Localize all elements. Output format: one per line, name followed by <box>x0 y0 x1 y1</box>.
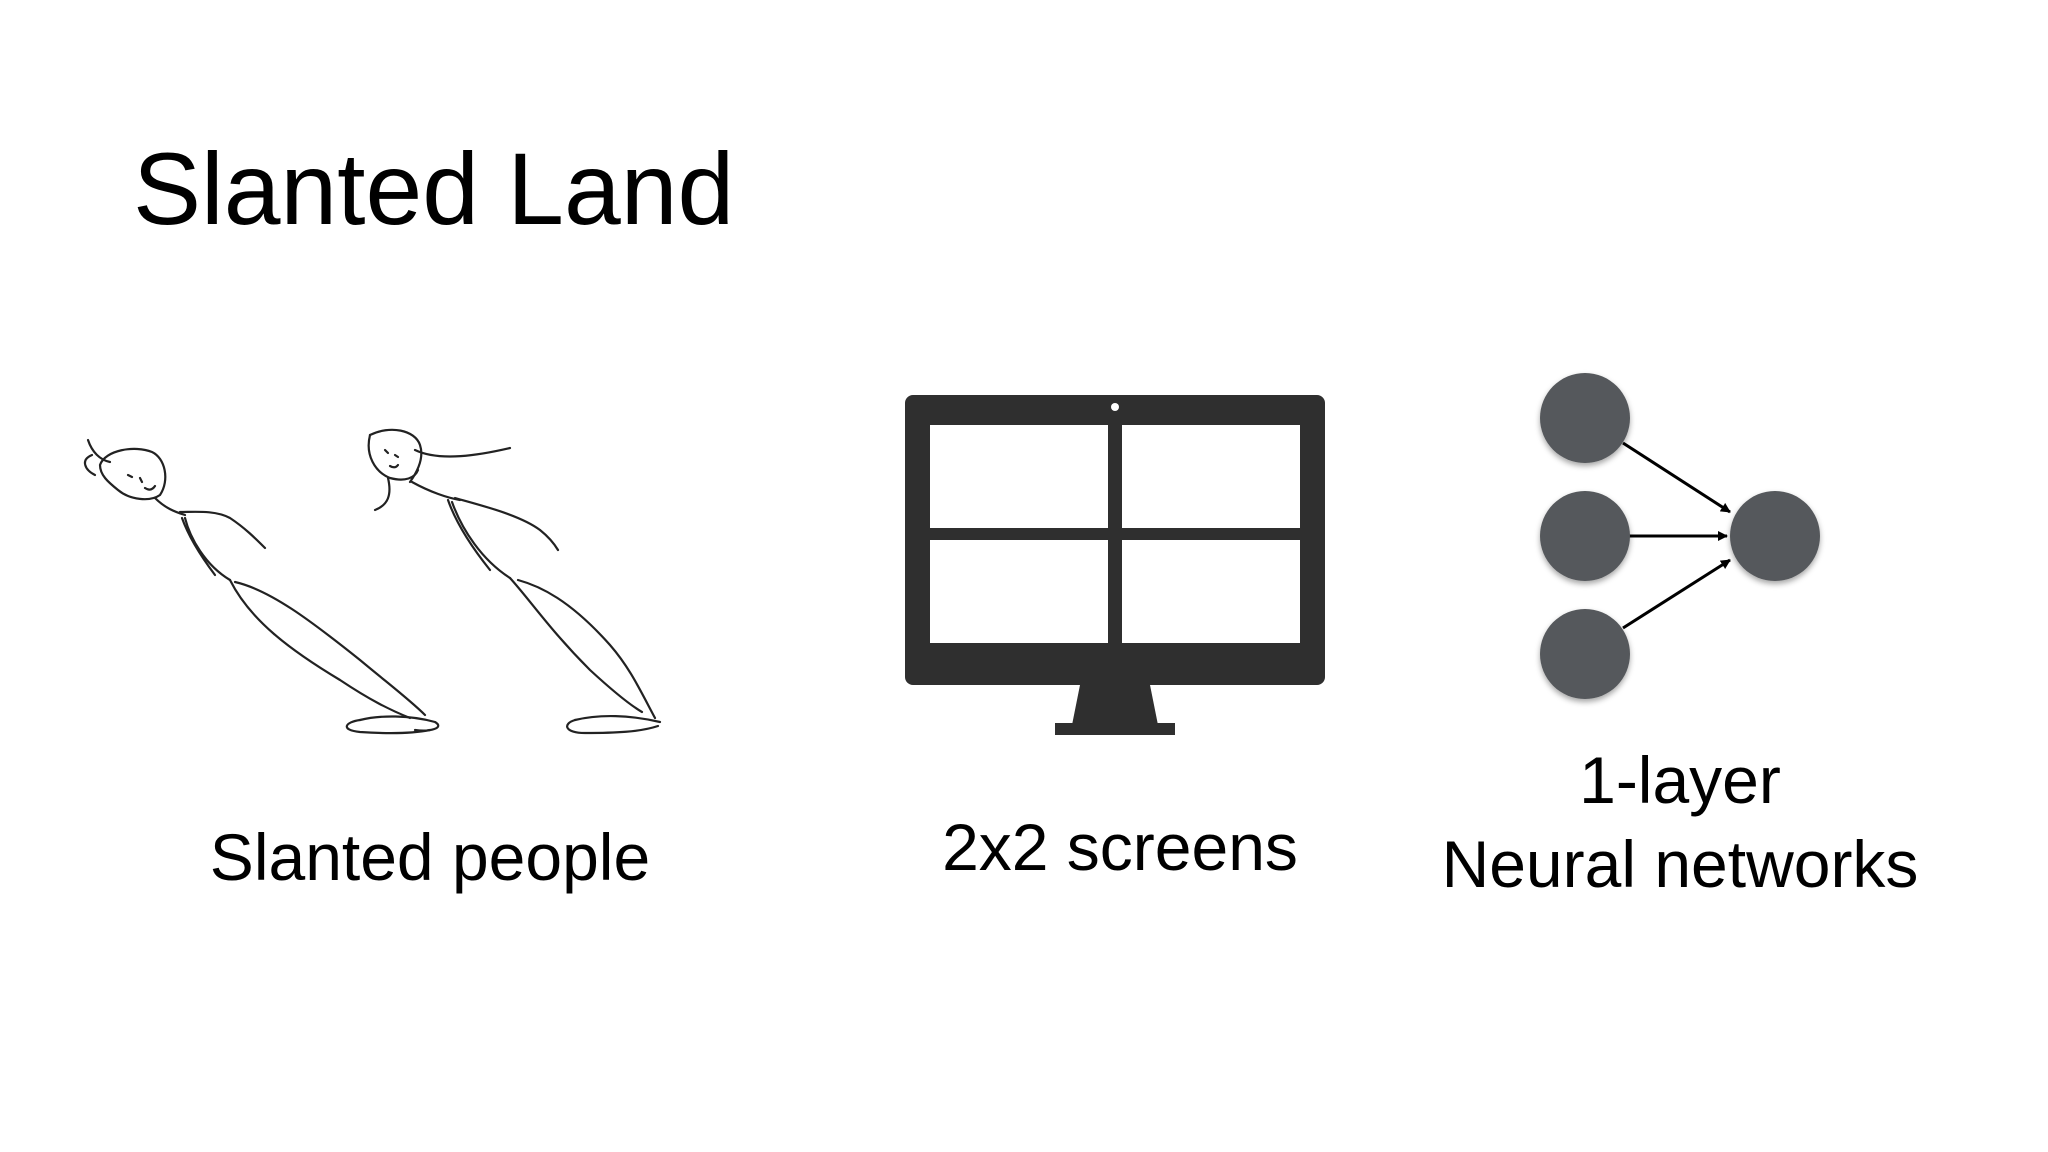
monitor-base <box>1055 723 1175 735</box>
input-node-1 <box>1540 373 1630 463</box>
caption-nn-line2: Neural networks <box>1441 827 1919 901</box>
input-node-3 <box>1540 609 1630 699</box>
caption-neural-networks: 1-layer Neural networks <box>1380 738 1980 906</box>
screen-bottom-left <box>930 540 1108 643</box>
input-node-2 <box>1540 491 1630 581</box>
edge-top <box>1622 441 1731 514</box>
caption-slanted-people: Slanted people <box>209 820 651 894</box>
output-node <box>1730 491 1820 581</box>
screen-top-right <box>1122 425 1300 528</box>
slanted-people-drawing <box>83 428 662 735</box>
monitor-camera-dot <box>1111 403 1119 411</box>
monitor-icon <box>905 395 1325 735</box>
screen-bottom-right <box>1122 540 1300 643</box>
neural-network-diagram <box>1540 373 1820 699</box>
stick-figure-left <box>83 438 440 735</box>
edge-bottom <box>1622 558 1731 630</box>
screen-top-left <box>930 425 1108 528</box>
stick-figure-right <box>367 428 662 735</box>
caption-2x2-screens: 2x2 screens <box>942 810 1298 884</box>
monitor-stand <box>1072 685 1158 725</box>
caption-nn-line1: 1-layer <box>1579 743 1781 817</box>
slide-title: Slanted Land <box>133 132 735 246</box>
